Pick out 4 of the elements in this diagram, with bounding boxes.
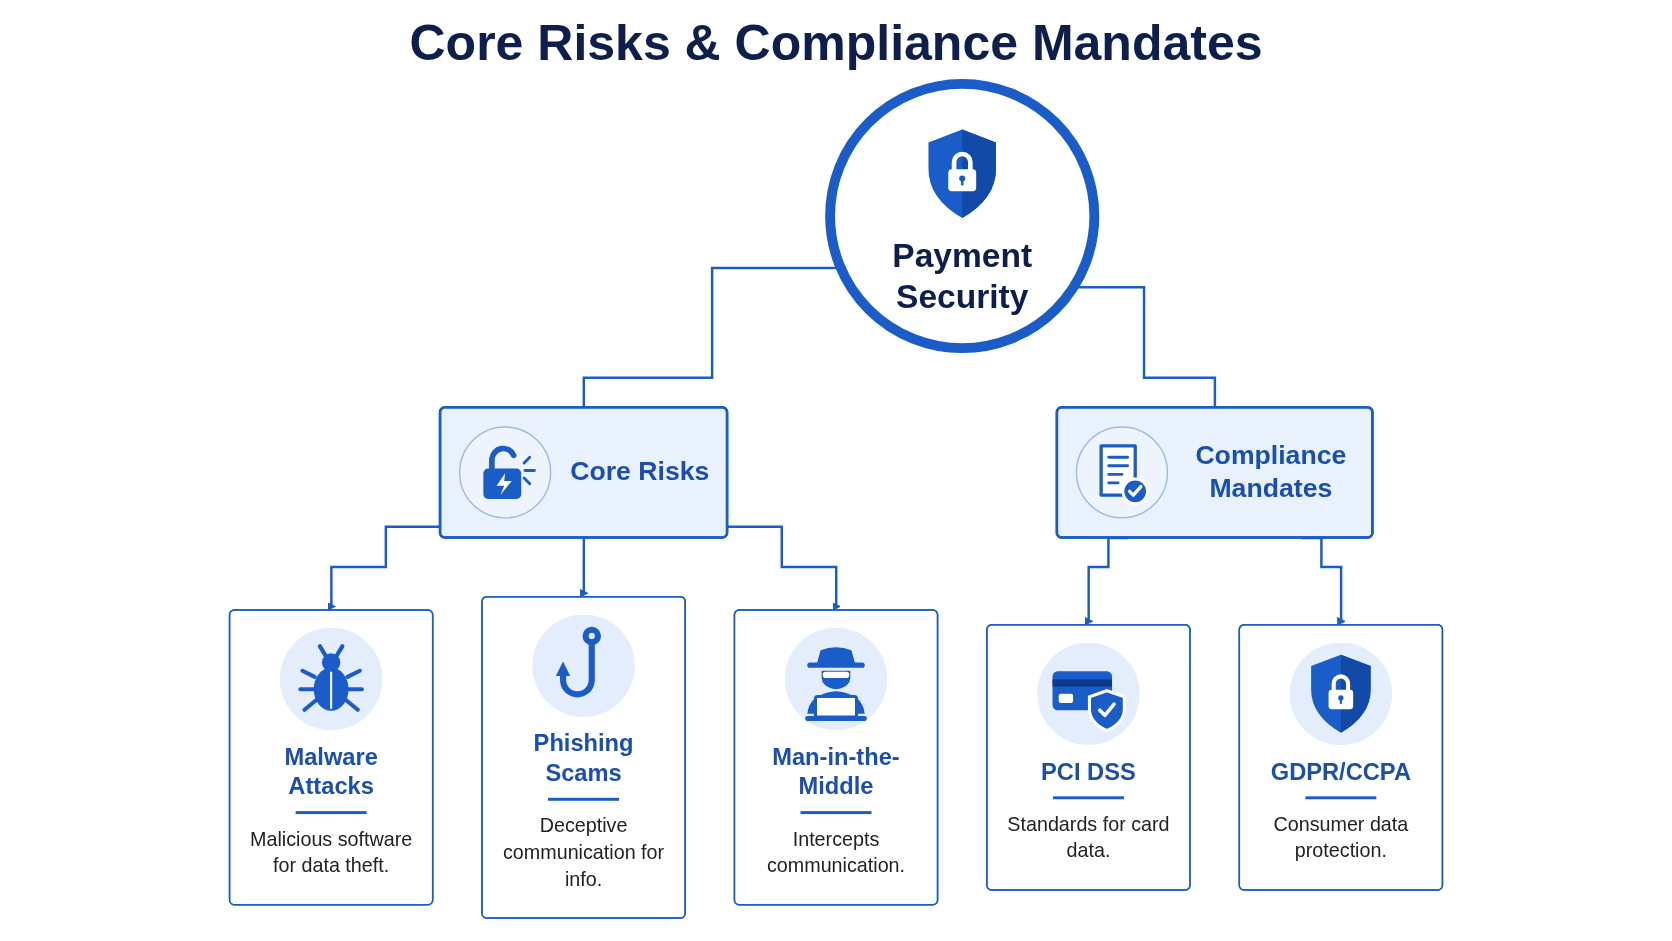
node-circle: Payment Security [825, 78, 1100, 354]
arrow [727, 525, 841, 611]
arrow [327, 525, 441, 611]
diagram-title: Core Risks & Compliance Mandates [409, 14, 1263, 72]
